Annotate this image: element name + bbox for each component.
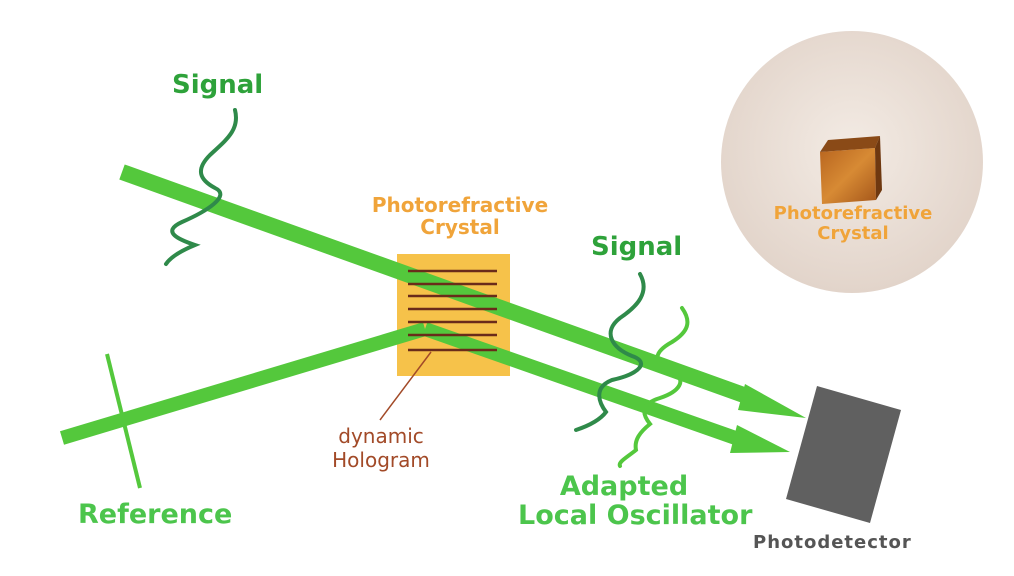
hologram-label: dynamic Hologram xyxy=(312,424,450,472)
photodetector-label: Photodetector xyxy=(753,532,912,553)
hologram-pointer xyxy=(379,351,432,421)
adapted-lo-label: Adapted Local Oscillator xyxy=(518,471,753,531)
reference-label: Reference xyxy=(78,499,233,530)
crystal-label-line2: Crystal xyxy=(420,215,500,239)
crystal-photo xyxy=(721,31,983,293)
hologram-label-line2: Hologram xyxy=(332,448,430,472)
hologram-label-line1: dynamic xyxy=(338,424,424,448)
reference-beam xyxy=(59,322,428,445)
crystal-label: Photorefractive Crystal xyxy=(346,194,574,238)
signal-wave-top xyxy=(164,108,239,266)
signal-wave-right xyxy=(574,272,646,432)
adapted-lo-beam xyxy=(422,322,790,453)
signal-label-top: Signal xyxy=(172,70,264,100)
photo-crystal-label: Photorefractive Crystal xyxy=(748,204,958,244)
adapted-lo-label-line1: Adapted xyxy=(559,471,689,502)
reference-wavefront xyxy=(105,353,142,489)
photo-crystal-label-line2: Crystal xyxy=(817,223,889,244)
crystal-cube xyxy=(820,136,882,204)
photodetector xyxy=(786,386,901,523)
signal-label-right: Signal xyxy=(591,232,683,262)
hologram-grating xyxy=(408,269,497,352)
lo-wave xyxy=(617,306,690,468)
photo-crystal-label-line1: Photorefractive xyxy=(773,203,933,224)
crystal-label-line1: Photorefractive xyxy=(371,193,549,217)
adapted-lo-label-line2: Local Oscillator xyxy=(518,500,753,531)
